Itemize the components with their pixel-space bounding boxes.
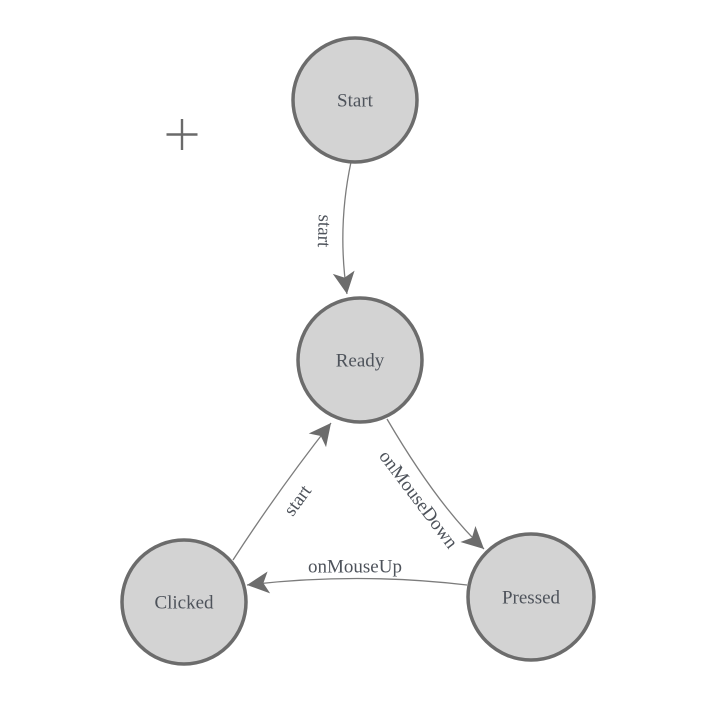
transition-label: onMouseDown	[374, 447, 462, 554]
state-label: Pressed	[502, 588, 561, 609]
transition-label: onMouseUp	[308, 557, 402, 578]
arrowhead-icon	[308, 423, 331, 448]
node-ready[interactable]: Ready	[296, 296, 424, 424]
arrowhead-icon	[332, 270, 355, 294]
state-label: Clicked	[154, 593, 214, 614]
state-circle	[291, 36, 419, 164]
edge-ready-pressed: onMouseDown	[374, 418, 485, 554]
state-label: Ready	[336, 351, 385, 372]
edge-clicked-ready: start	[232, 422, 332, 561]
transition-label: start	[313, 214, 335, 248]
edge-start-ready: start	[313, 161, 355, 295]
arrowhead-icon	[460, 525, 484, 549]
node-clicked[interactable]: Clicked	[120, 538, 248, 666]
state-circle	[466, 532, 596, 662]
node-pressed[interactable]: Pressed	[466, 532, 596, 662]
edge-pressed-clicked: onMouseUp	[246, 557, 468, 594]
transition-path[interactable]	[232, 422, 332, 561]
state-circle	[296, 296, 424, 424]
state-circle	[120, 538, 248, 666]
transition-path[interactable]	[246, 577, 468, 586]
arrowhead-icon	[247, 571, 271, 594]
node-start[interactable]: Start	[291, 36, 419, 164]
state-label: Start	[337, 91, 374, 112]
plus-marker	[166, 119, 198, 150]
transition-label: start	[280, 481, 317, 520]
